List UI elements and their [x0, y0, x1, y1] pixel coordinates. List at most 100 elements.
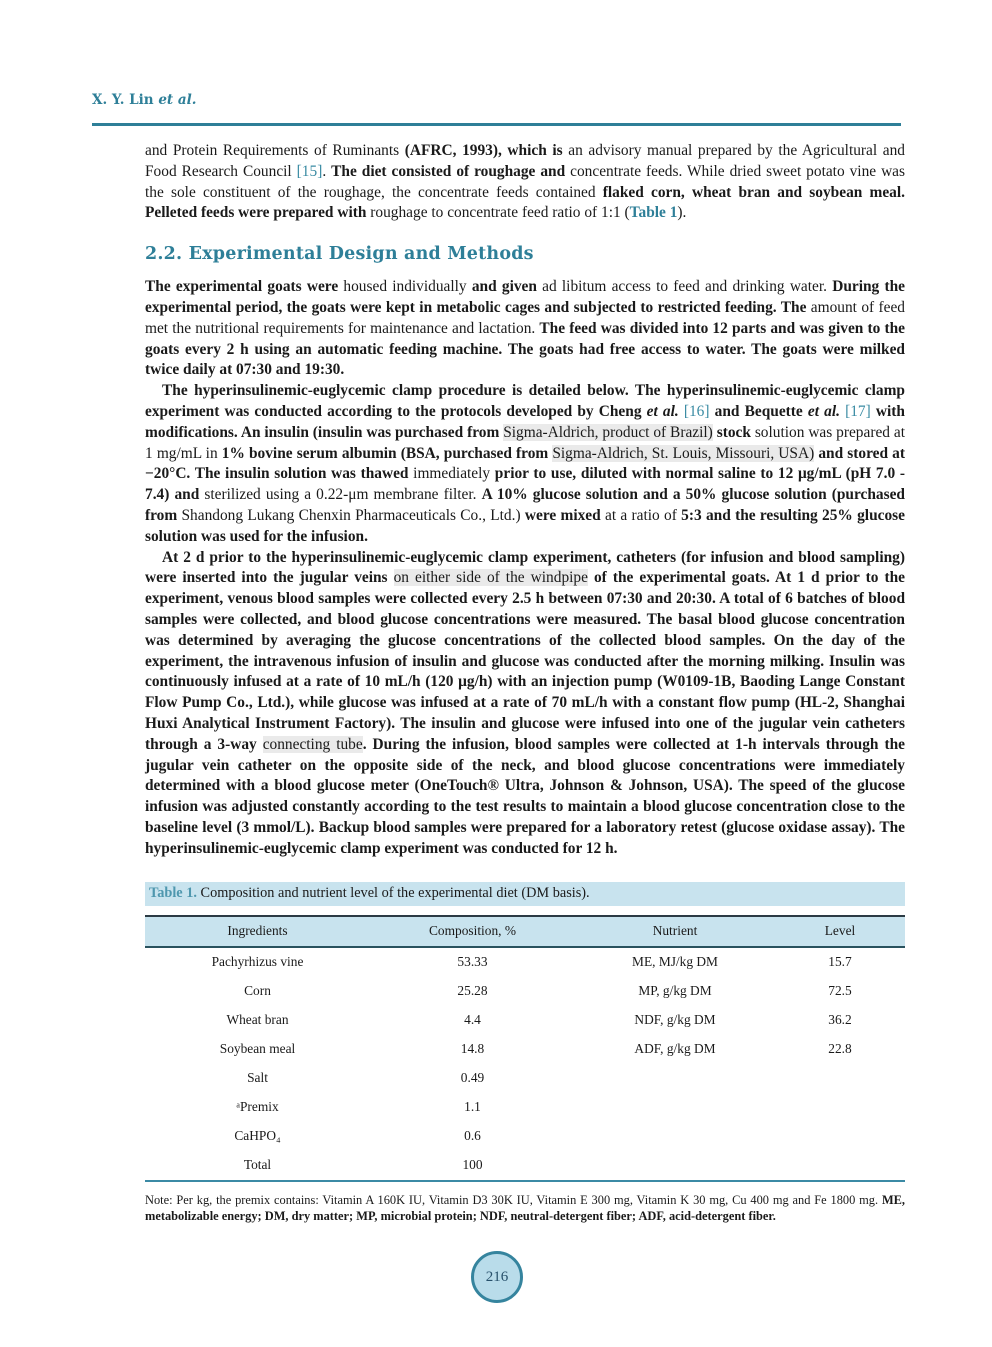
text-segment: ). — [677, 204, 687, 222]
paragraph: The experimental goats were housed indiv… — [145, 277, 905, 381]
table-cell: Soybean meal — [219, 1040, 296, 1056]
table-cell: 100 — [462, 1156, 483, 1172]
table-row: Salt 0.49 — [145, 1064, 905, 1093]
table-cell — [775, 1122, 905, 1151]
paragraph: At 2 d prior to the hyperinsulinemic-eug… — [145, 548, 905, 860]
text-segment: The hyperinsulinemic-euglycemic clamp pr… — [145, 382, 905, 420]
table-row: CaHPO₄ 0.6 — [145, 1122, 905, 1151]
table-cell: Corn — [244, 982, 271, 998]
citation-link[interactable]: [17] — [845, 402, 871, 420]
text-segment: The feed was divided into 12 parts and w… — [145, 319, 906, 379]
text-segment: ad libitum access to feed and drinking w… — [542, 278, 833, 296]
header-rule — [92, 123, 901, 126]
text-segment: At 2 d prior to the hyperinsulinemic-eug… — [145, 548, 905, 587]
table-cell — [775, 1151, 905, 1181]
text-segment: sterilized using a 0.22-μm membrane filt… — [204, 486, 482, 504]
paragraph: The hyperinsulinemic-euglycemic clamp pr… — [145, 381, 905, 547]
column-header-composition: Composition, % — [428, 922, 517, 938]
table-caption: Table 1. Composition and nutrient level … — [145, 881, 905, 906]
table-cell: 22.8 — [828, 1040, 852, 1056]
table-cell — [575, 1064, 775, 1093]
table-cell: MP, g/kg DM — [638, 982, 712, 998]
text-segment: Table 1. — [149, 884, 197, 901]
text-segment: The diet consisted of roughage and — [331, 162, 571, 180]
text-segment: The experimental goats were — [145, 278, 344, 296]
text-segment: A 10% glucose solution and a 50% glucose… — [145, 486, 905, 524]
text-segment: et al. — [158, 92, 197, 108]
text-segment: concentrate feeds. While dried sweet pot… — [145, 162, 905, 201]
text-segment: of the experimental goats. At 1 d prior … — [145, 569, 905, 753]
text-segment: Composition and nutrient level of the ex… — [196, 884, 590, 901]
text-segment: . — [322, 162, 332, 180]
text-segment: an advisory manual prepared by the Agric… — [145, 142, 905, 180]
table-cell — [575, 1122, 775, 1151]
table-block: Table 1. Composition and nutrient level … — [145, 881, 905, 1225]
table-cell: ME, MJ/kg DM — [632, 953, 718, 969]
text-segment: et al. — [807, 402, 840, 420]
table-cell — [575, 1093, 775, 1122]
text-segment: immediately — [413, 465, 495, 483]
table-cell: ᵃPremix — [236, 1098, 279, 1114]
section-heading: 2.2. Experimental Design and Methods — [145, 244, 534, 265]
diet-composition-table: Ingredients Composition, % Nutrient Leve… — [145, 915, 905, 1182]
text-segment: with modifications. An insulin (insulin … — [145, 402, 905, 441]
text-segment: Sigma-Aldrich, product of Brazil) — [503, 423, 713, 441]
text-segment: ME, metabolizable energy; DM, dry matter… — [145, 1192, 905, 1224]
text-segment: 1% bovine serum albumin (BSA, purchased … — [221, 444, 553, 462]
text-segment: X. Y. Lin — [92, 92, 159, 108]
text-segment: Note: Per kg, the premix contains: Vitam… — [145, 1192, 882, 1207]
text-segment: at a ratio of — [604, 506, 682, 524]
table-cell — [775, 1064, 905, 1093]
text-segment: on either side of the windpipe — [393, 569, 588, 587]
column-header-ingredients: Ingredients — [227, 922, 288, 938]
table-footnote: Note: Per kg, the premix contains: Vitam… — [145, 1192, 905, 1225]
text-segment: stock — [716, 423, 755, 441]
text-segment: roughage to concentrate feed ratio of 1:… — [370, 204, 630, 222]
table-cell: 14.8 — [460, 1040, 485, 1056]
text-segment: connecting tube — [262, 735, 363, 753]
table-cell: Pachyrhizus vine — [211, 953, 304, 969]
text-segment: et al. — [646, 402, 679, 420]
text-segment: . During the infusion, blood samples wer… — [145, 735, 905, 857]
citation-link[interactable]: [16] — [683, 402, 710, 420]
text-segment: (AFRC, 1993), which is — [404, 142, 569, 159]
table-cell: CaHPO₄ — [234, 1127, 281, 1143]
table-cell: Salt — [247, 1069, 268, 1085]
main-content: and Protein Requirements of Ruminants (A… — [145, 141, 905, 1237]
table-row: ᵃPremix 1.1 — [145, 1093, 905, 1122]
table-cell — [575, 1151, 775, 1181]
table-cell: 1.1 — [464, 1098, 481, 1114]
table-cell: 4.4 — [464, 1011, 481, 1027]
table-row: Total 100 — [145, 1151, 905, 1181]
citation-link[interactable]: Table 1 — [629, 204, 678, 222]
text-segment: and given — [471, 278, 543, 296]
table-cell: ADF, g/kg DM — [634, 1040, 716, 1056]
table-cell — [775, 1093, 905, 1122]
text-segment: During the experimental period, the goat… — [145, 278, 905, 316]
text-segment: and stored at −20°C. The insulin solutio… — [145, 444, 905, 483]
table-cell: 0.6 — [464, 1127, 481, 1143]
table-cell: Total — [243, 1156, 272, 1172]
text-segment: amount of feed met the nutritional requi… — [145, 298, 905, 337]
text-segment: were mixed — [524, 506, 605, 524]
text-segment: solution was prepared at 1 mg/mL in — [145, 423, 905, 462]
page-number-badge: 216 — [471, 1251, 523, 1303]
table-cell: Wheat bran — [226, 1011, 289, 1027]
citation-link[interactable]: [15] — [296, 162, 323, 180]
table-header-row: Ingredients Composition, % Nutrient Leve… — [145, 915, 905, 947]
column-header-nutrient: Nutrient — [652, 922, 698, 938]
table-row: Soybean meal 14.8 ADF, g/kg DM 22.8 — [145, 1035, 905, 1064]
table-cell: 0.49 — [460, 1069, 485, 1085]
text-segment: Sigma-Aldrich, St. Louis, Missouri, USA) — [552, 444, 815, 462]
paragraph: and Protein Requirements of Ruminants (A… — [145, 141, 905, 224]
text-segment: prior to use, diluted with normal saline… — [145, 465, 905, 504]
text-segment: and Protein Requirements of Ruminants — [145, 142, 405, 159]
text-segment: flaked corn, wheat bran and soybean meal… — [145, 183, 905, 222]
running-head-authors: X. Y. Lin et al. — [92, 92, 196, 108]
table-cell: 36.2 — [828, 1011, 852, 1027]
table-cell: 72.5 — [828, 982, 852, 998]
